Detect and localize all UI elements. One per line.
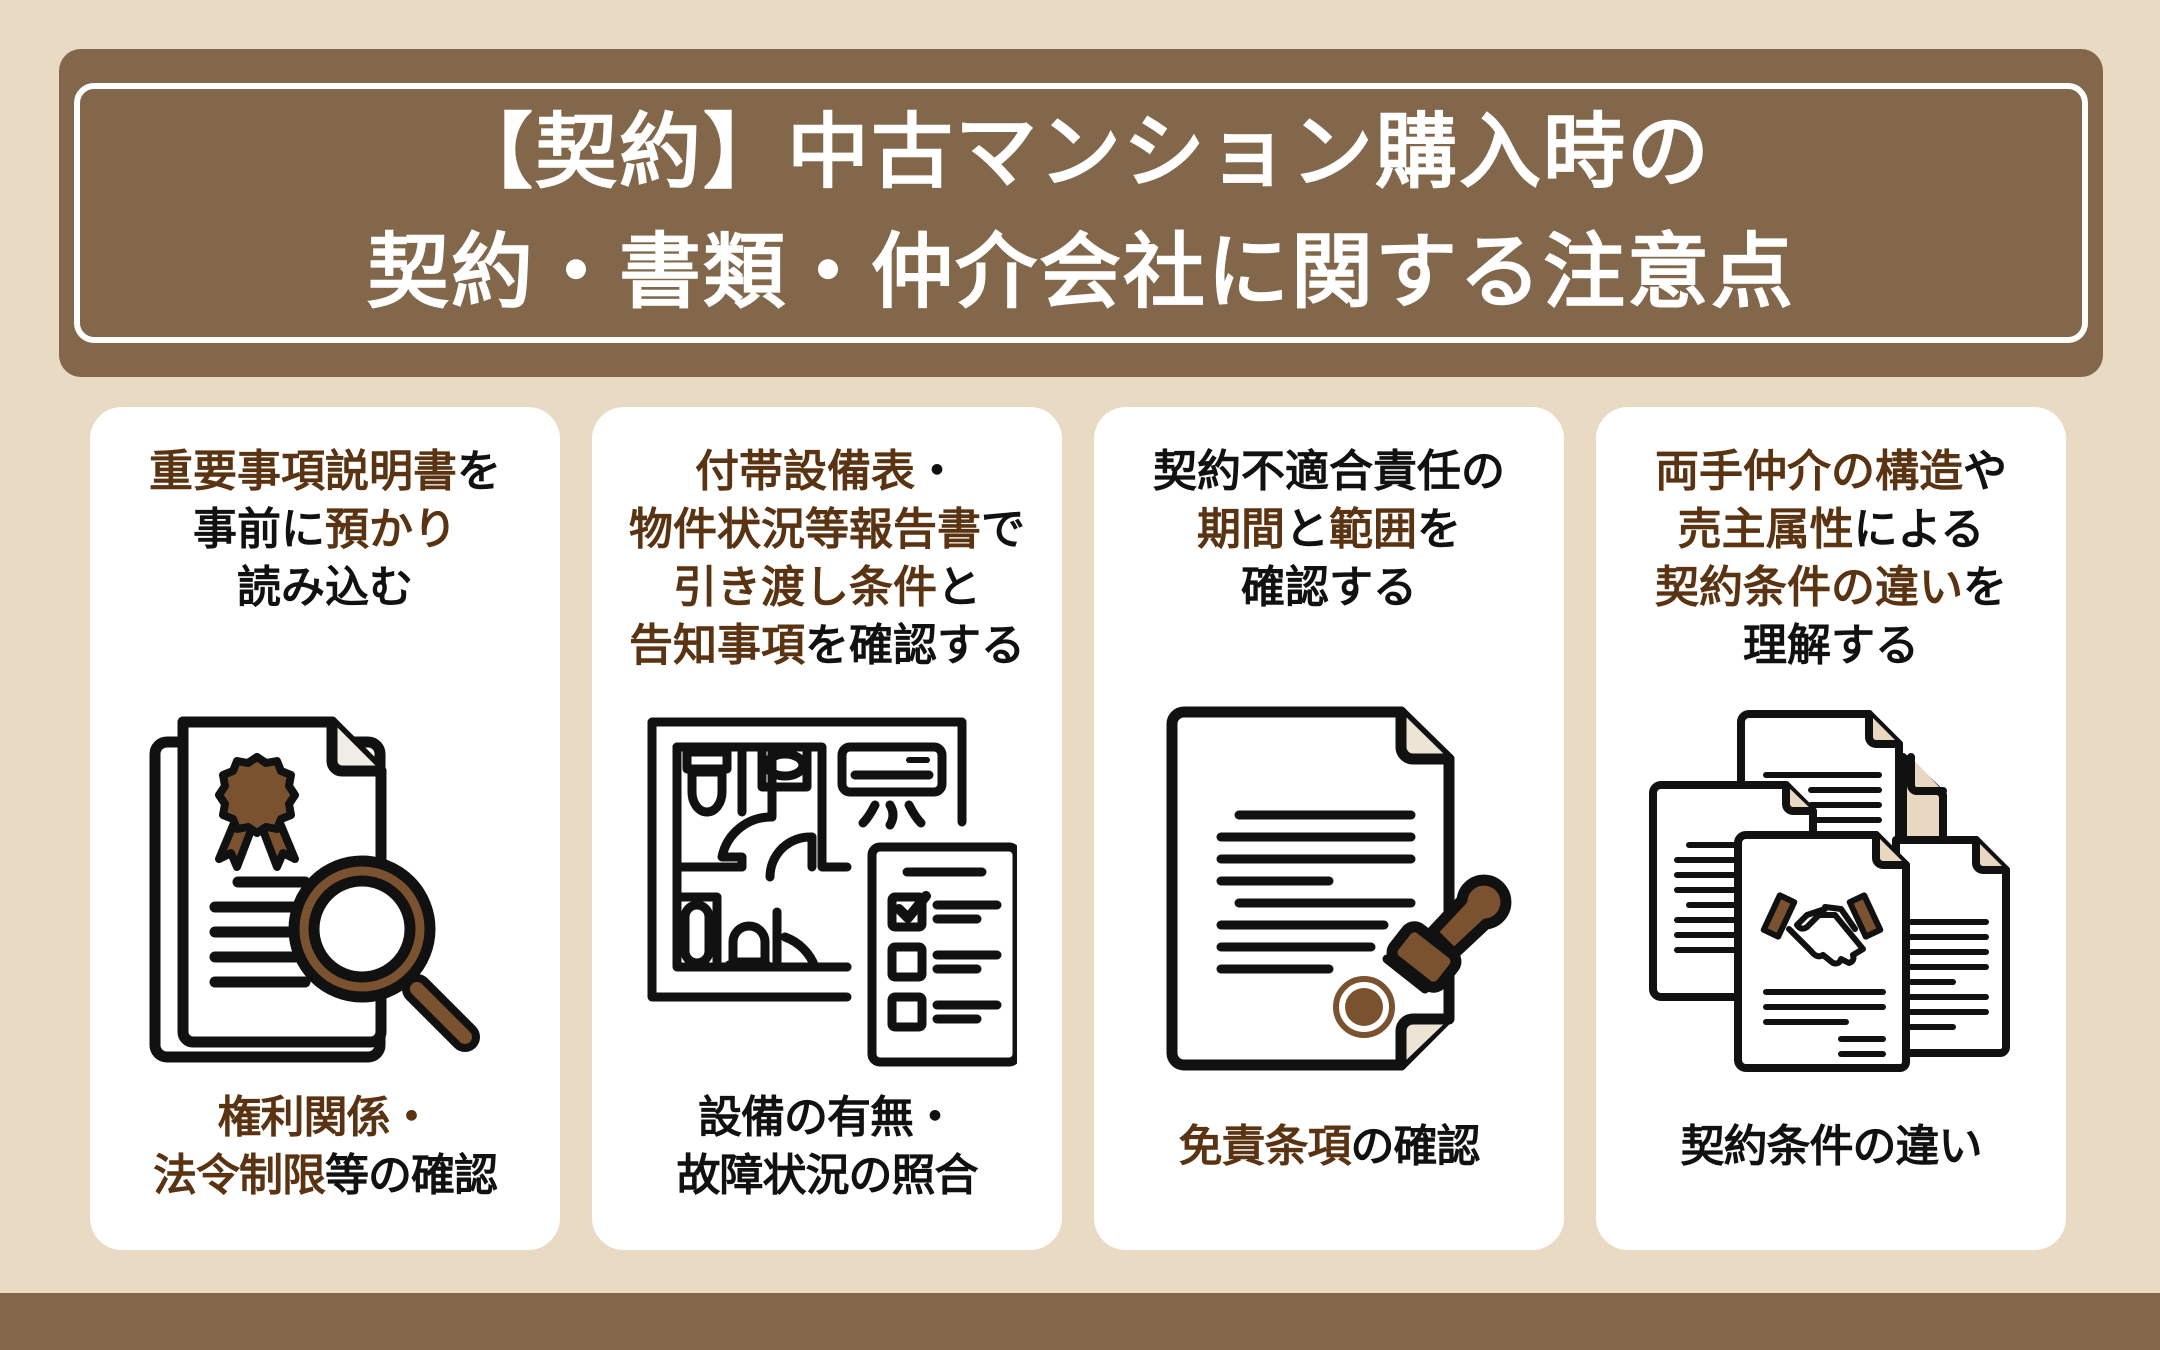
heading-highlight: 重要事項説明書	[149, 446, 457, 497]
card-brokerage: 両手仲介の構造や 売主属性による 契約条件の違いを 理解する	[1596, 407, 2066, 1250]
heading-highlight: 範囲	[1329, 504, 1417, 555]
footer-highlight: 権利関係・	[217, 1092, 434, 1143]
heading-line: 契約不適合責任の	[1094, 443, 1564, 501]
footer-line: 故障状況の照合	[676, 1147, 979, 1205]
footer-highlight: 免責条項	[1178, 1121, 1352, 1172]
heading-line: 重要事項説明書を	[90, 443, 560, 501]
card-footer: 権利関係・ 法令制限等の確認	[90, 1087, 560, 1207]
footer-text: 等の確認	[325, 1150, 498, 1201]
heading-line: 理解する	[1596, 617, 2066, 675]
cards-row: 重要事項説明書を 事前に預かり 読み込む	[90, 407, 2067, 1250]
heading-line: 期間と範囲を	[1094, 501, 1564, 559]
heading-text: を	[1417, 504, 1461, 555]
footer-line: 法令制限等の確認	[153, 1147, 498, 1205]
footer-text: の確認	[1350, 1121, 1481, 1172]
footer-line: 免責条項の確認	[1178, 1118, 1481, 1176]
card-equipment-report: 付帯設備表・ 物件状況等報告書で 引き渡し条件と 告知事項を確認する	[592, 407, 1062, 1250]
card-footer: 設備の有無・ 故障状況の照合	[592, 1087, 1062, 1207]
heading-text: 理解する	[1743, 620, 1919, 671]
page-title-line-2: 契約・書類・仲介会社に関する注意点	[366, 225, 1795, 320]
heading-text: 読み込む	[237, 562, 413, 613]
heading-text: を	[1963, 562, 2007, 613]
heading-text: で	[981, 504, 1025, 555]
heading-line: 契約条件の違いを	[1596, 559, 2066, 617]
heading-line: 告知事項を確認する	[592, 617, 1062, 675]
heading-highlight: 期間	[1197, 504, 1285, 555]
card-heading: 両手仲介の構造や 売主属性による 契約条件の違いを 理解する	[1596, 443, 2066, 675]
card-liability: 契約不適合責任の 期間と範囲を 確認する	[1094, 407, 1564, 1250]
heading-text: 事前に	[193, 504, 325, 555]
floorplan-checklist-icon	[637, 697, 1017, 1077]
bottom-bar	[0, 1293, 2160, 1350]
contract-stamp-icon	[1139, 697, 1519, 1077]
heading-line: 物件状況等報告書で	[592, 501, 1062, 559]
footer-line: 設備の有無・	[698, 1089, 957, 1147]
heading-line: 引き渡し条件と	[592, 559, 1062, 617]
card-heading: 付帯設備表・ 物件状況等報告書で 引き渡し条件と 告知事項を確認する	[592, 443, 1062, 675]
heading-line: 確認する	[1094, 559, 1564, 617]
card-footer: 契約条件の違い	[1596, 1087, 2066, 1207]
document-certificate-magnifier-icon	[135, 697, 515, 1077]
heading-line: 読み込む	[90, 559, 560, 617]
heading-text: を	[457, 446, 501, 497]
heading-text: による	[1853, 504, 1985, 555]
footer-line: 権利関係・	[217, 1089, 434, 1147]
heading-line: 両手仲介の構造や	[1596, 443, 2066, 501]
heading-text: ・	[915, 446, 959, 497]
documents-handshake-icon	[1641, 697, 2021, 1077]
header-frame: 【契約】中古マンション購入時の 契約・書類・仲介会社に関する注意点	[74, 83, 2088, 343]
footer-text: 契約条件の違い	[1680, 1121, 1983, 1172]
card-heading: 重要事項説明書を 事前に預かり 読み込む	[90, 443, 560, 617]
heading-text: と	[937, 562, 981, 613]
heading-text: や	[1963, 446, 2007, 497]
card-important-matters: 重要事項説明書を 事前に預かり 読み込む	[90, 407, 560, 1250]
heading-highlight: 両手仲介の構造	[1655, 446, 1963, 497]
heading-highlight: 引き渡し条件	[673, 562, 937, 613]
heading-text: を確認する	[805, 620, 1025, 671]
footer-text: 故障状況の照合	[676, 1150, 979, 1201]
heading-line: 付帯設備表・	[592, 443, 1062, 501]
heading-text: 契約不適合責任の	[1153, 446, 1505, 497]
heading-line: 事前に預かり	[90, 501, 560, 559]
card-heading: 契約不適合責任の 期間と範囲を 確認する	[1094, 443, 1564, 617]
heading-line: 売主属性による	[1596, 501, 2066, 559]
heading-highlight: 付帯設備表	[695, 446, 915, 497]
page-title-line-1: 【契約】中古マンション購入時の	[450, 105, 1711, 200]
header-banner: 【契約】中古マンション購入時の 契約・書類・仲介会社に関する注意点	[59, 49, 2103, 377]
heading-highlight: 預かり	[325, 504, 457, 555]
footer-text: 設備の有無・	[698, 1092, 957, 1143]
card-footer: 免責条項の確認	[1094, 1087, 1564, 1207]
heading-highlight: 契約条件の違い	[1655, 562, 1963, 613]
heading-highlight: 告知事項	[629, 620, 805, 671]
heading-text: 確認する	[1241, 562, 1417, 613]
footer-line: 契約条件の違い	[1680, 1118, 1983, 1176]
heading-text: と	[1285, 504, 1329, 555]
heading-highlight: 売主属性	[1677, 504, 1854, 555]
footer-highlight: 法令制限	[153, 1150, 326, 1201]
heading-highlight: 物件状況等報告書	[629, 504, 981, 555]
